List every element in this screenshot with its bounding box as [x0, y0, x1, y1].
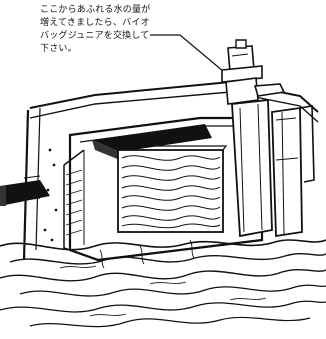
housing-shading [43, 148, 83, 242]
callout-text: ここからあふれる水の量が 増えてきましたら、バイオ バッグジュニアを交換して 下… [40, 4, 180, 56]
pump-assembly [221, 39, 315, 238]
callout-line-4: 下さい。 [40, 44, 77, 54]
intake-pipe [0, 180, 50, 206]
callout-line-2: 増えてきましたら、バイオ [40, 18, 150, 28]
callout-line-1: ここからあふれる水の量が [40, 5, 151, 15]
filter-lid [92, 124, 212, 160]
callout-line-3: バッグジュニアを交換して [40, 31, 150, 41]
aquarium-water [0, 239, 326, 328]
bio-bag-cartridge [117, 145, 228, 233]
